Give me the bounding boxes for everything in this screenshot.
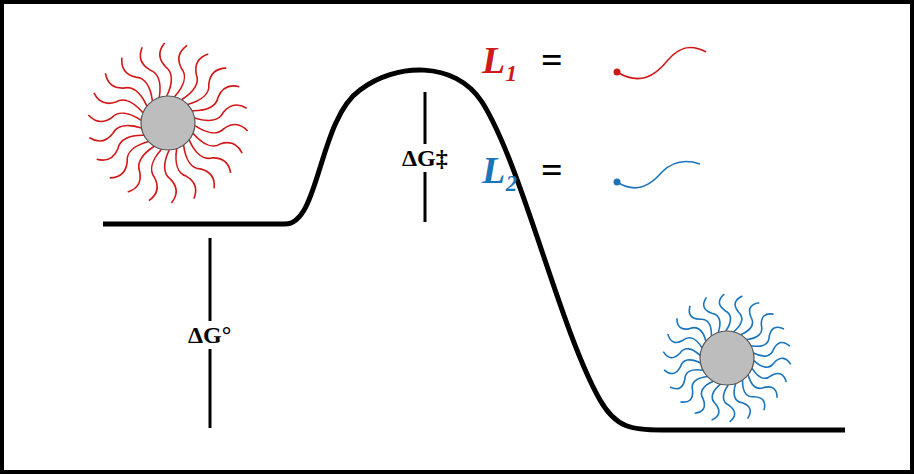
ligand	[752, 368, 786, 382]
ligand	[195, 105, 247, 120]
ligand	[176, 149, 196, 199]
free-energy-label: ΔG°	[185, 321, 234, 349]
ligand	[719, 294, 730, 331]
ligand	[734, 296, 743, 332]
ligand	[165, 150, 177, 203]
ligand	[664, 360, 700, 374]
ligand	[748, 375, 777, 398]
ligand	[110, 142, 149, 178]
ligand	[149, 149, 162, 201]
ligand	[140, 47, 160, 97]
nanoparticle-core	[700, 331, 754, 385]
ligand-label: L₂	[479, 149, 521, 191]
ligand	[734, 384, 750, 419]
ligand	[695, 381, 714, 413]
ligand	[175, 45, 188, 97]
ligand-l1-symbol	[617, 47, 706, 78]
nanoparticle-core	[141, 96, 195, 150]
ligand	[160, 43, 172, 96]
ligand	[741, 303, 760, 335]
activation-energy-label: ΔG‡	[399, 144, 451, 172]
ligand	[712, 384, 721, 420]
ligand	[677, 318, 706, 341]
ligand-l2-symbol	[617, 162, 700, 188]
ligand	[94, 93, 143, 113]
equals-sign: =	[538, 39, 566, 81]
ligand	[182, 54, 209, 100]
ligand-label: L₁	[479, 39, 521, 81]
ligand	[88, 113, 141, 121]
ligand	[192, 86, 239, 111]
ligand	[704, 297, 720, 332]
ligand	[89, 126, 141, 141]
ligand	[723, 385, 734, 422]
ligand	[195, 124, 248, 132]
ligand	[668, 334, 702, 348]
ligand	[128, 146, 155, 192]
ligand	[97, 135, 144, 160]
ligand	[689, 306, 711, 336]
ligand	[754, 358, 791, 367]
equals-sign: =	[538, 149, 566, 191]
ligand	[743, 380, 765, 410]
ligand	[193, 133, 242, 153]
ligand	[188, 68, 227, 104]
ligand	[184, 145, 215, 188]
ligand	[663, 349, 700, 358]
energy-curve	[103, 70, 845, 430]
nanoparticle-l2	[663, 294, 790, 422]
nanoparticle-l1	[88, 43, 247, 203]
ligand	[754, 342, 790, 356]
ligand	[122, 58, 153, 101]
